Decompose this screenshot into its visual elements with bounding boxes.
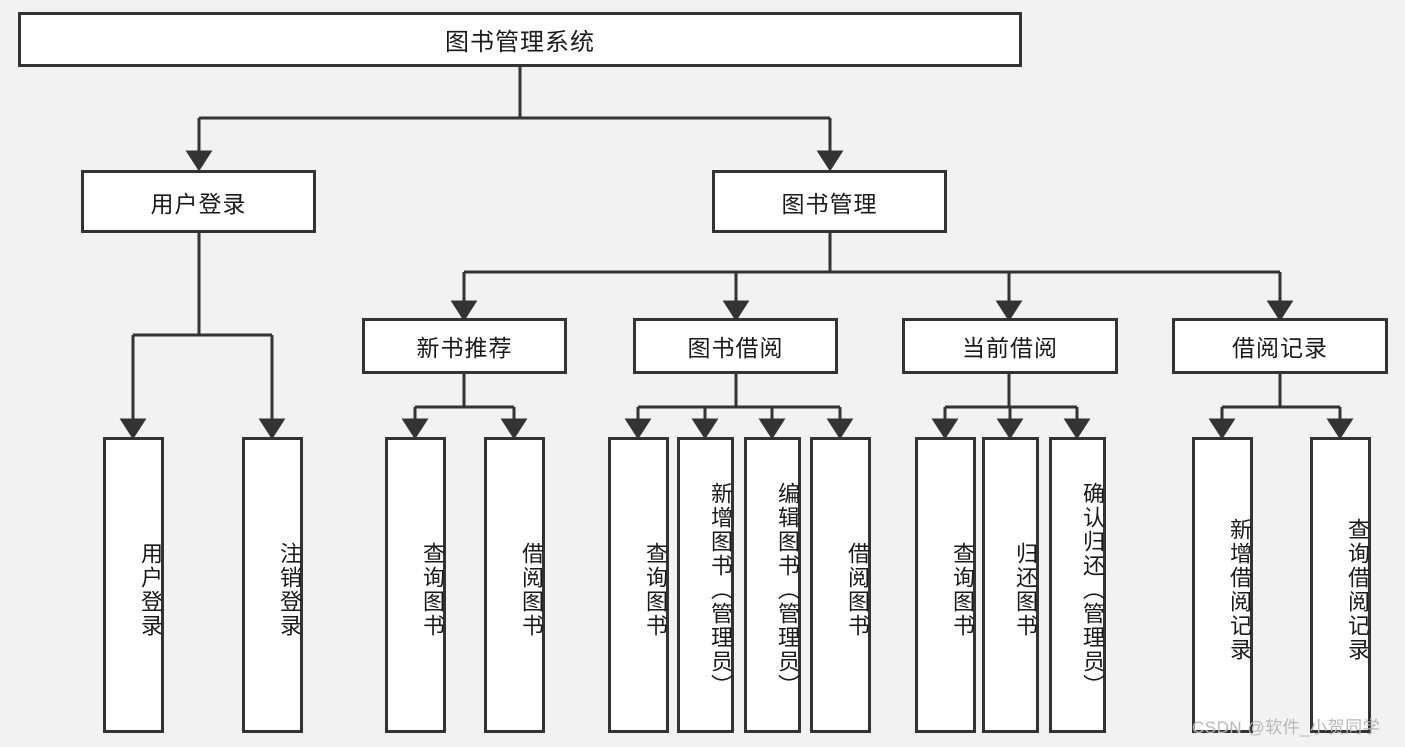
leaf-confirm-return-admin[interactable]: 确认归还（管理员）	[1049, 437, 1106, 733]
leaf-logout[interactable]: 注销登录	[242, 437, 303, 733]
leaf-borrow-book[interactable]: 借阅图书	[810, 437, 871, 733]
node-root-system[interactable]: 图书管理系统	[18, 12, 1022, 67]
node-current-borrow[interactable]: 当前借阅	[902, 318, 1118, 374]
node-book-borrow[interactable]: 图书借阅	[633, 318, 838, 374]
node-new-book-recommend[interactable]: 新书推荐	[362, 318, 567, 374]
leaf-query-borrow-record[interactable]: 查询借阅记录	[1310, 437, 1371, 733]
leaf-query-book-recommend[interactable]: 查询图书	[385, 437, 446, 733]
node-book-management[interactable]: 图书管理	[712, 170, 947, 233]
leaf-return-book[interactable]: 归还图书	[982, 437, 1039, 733]
leaf-borrow-book-recommend[interactable]: 借阅图书	[484, 437, 545, 733]
leaf-add-book-admin[interactable]: 新增图书（管理员）	[677, 437, 734, 733]
csdn-watermark: CSDN @软件_小贺同学	[1192, 718, 1381, 737]
leaf-query-book-borrow[interactable]: 查询图书	[608, 437, 669, 733]
leaf-edit-book-admin[interactable]: 编辑图书（管理员）	[744, 437, 801, 733]
node-user-login[interactable]: 用户登录	[81, 170, 316, 233]
leaf-user-login[interactable]: 用户登录	[103, 437, 164, 733]
leaf-query-book-current[interactable]: 查询图书	[915, 437, 976, 733]
node-borrow-record[interactable]: 借阅记录	[1172, 318, 1388, 374]
leaf-add-borrow-record[interactable]: 新增借阅记录	[1192, 437, 1253, 733]
